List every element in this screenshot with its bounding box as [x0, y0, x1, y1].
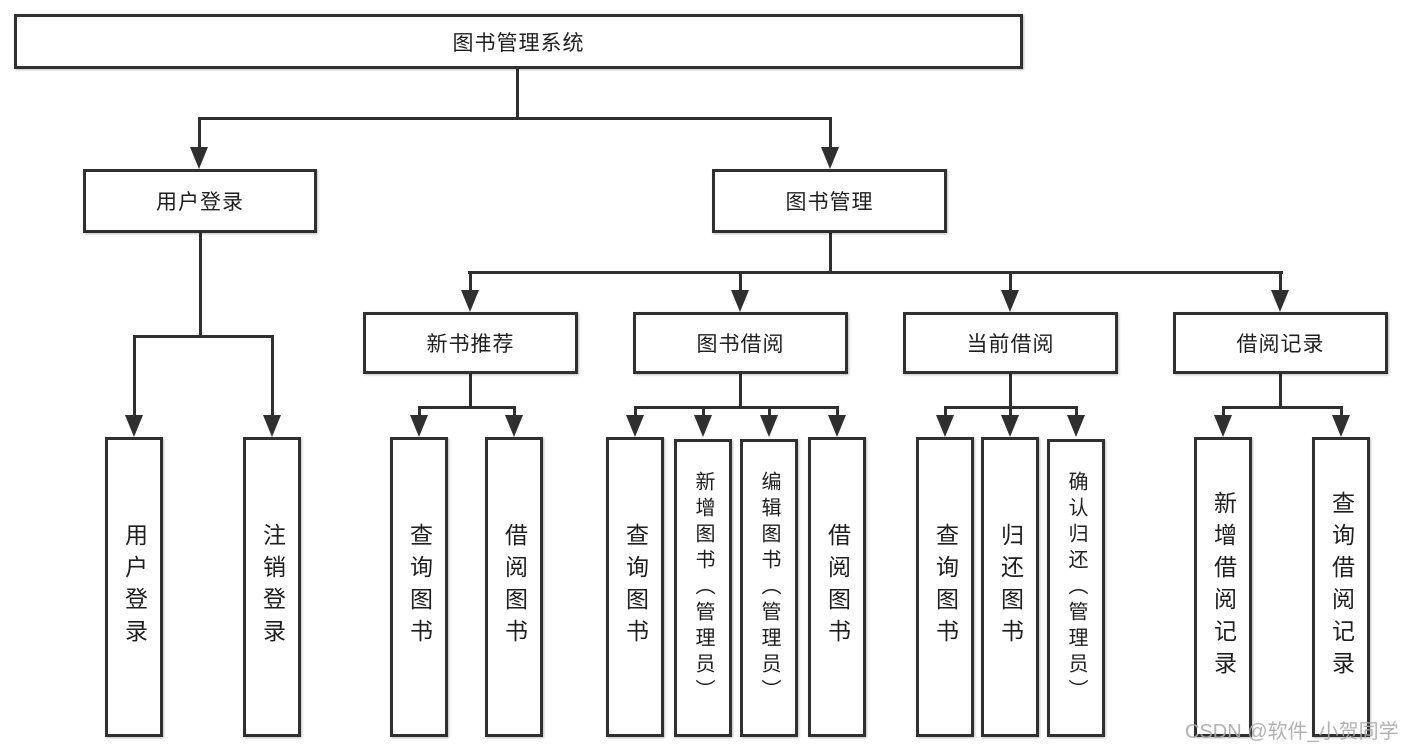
arrow-down-icon: [263, 415, 281, 437]
connector-line: [829, 117, 832, 149]
arrow-down-icon: [1271, 290, 1289, 312]
node-system-root: 图书管理系统: [14, 14, 1023, 69]
connector-line: [198, 117, 201, 149]
leaf-label: 借阅图书: [824, 523, 851, 651]
leaf-label: 查询图书: [932, 523, 959, 651]
leaf-edit-books-admin: 编辑图书（管理员）: [740, 439, 798, 737]
connector-line: [418, 406, 421, 418]
arrow-down-icon: [1332, 415, 1350, 437]
connector-line: [418, 406, 515, 409]
leaf-borrow-books: 借阅图书: [808, 437, 866, 737]
connector-line: [1222, 406, 1225, 418]
leaf-label: 注销登录: [259, 523, 286, 651]
arrow-down-icon: [694, 415, 712, 437]
connector-line: [1340, 406, 1343, 418]
node-book-borrowing: 图书借阅: [633, 312, 848, 374]
arrow-down-icon: [828, 415, 846, 437]
connector-line: [944, 406, 947, 418]
leaf-query-books-recommend: 查询图书: [390, 437, 448, 737]
connector-line: [468, 271, 1283, 274]
connector-line: [513, 406, 516, 418]
arrow-down-icon: [505, 415, 523, 437]
arrow-down-icon: [461, 290, 479, 312]
arrow-down-icon: [1001, 290, 1019, 312]
leaf-confirm-return-admin: 确认归还（管理员）: [1047, 439, 1105, 737]
leaf-add-borrow-record: 新增借阅记录: [1194, 437, 1252, 737]
node-borrowing-records: 借阅记录: [1173, 312, 1388, 374]
leaf-label: 确认归还（管理员）: [1065, 471, 1087, 705]
connector-line: [469, 373, 472, 409]
connector-line: [199, 232, 202, 336]
arrow-down-icon: [821, 147, 839, 169]
connector-line: [739, 373, 742, 409]
connector-line: [1279, 373, 1282, 409]
leaf-user-login: 用户登录: [105, 437, 163, 737]
connector-line: [1075, 406, 1078, 418]
connector-line: [1009, 373, 1012, 409]
connector-line: [271, 335, 274, 417]
leaf-label: 编辑图书（管理员）: [758, 471, 780, 705]
leaf-add-books-admin: 新增图书（管理员）: [674, 439, 732, 737]
arrow-down-icon: [1001, 415, 1019, 437]
arrow-down-icon: [1214, 415, 1232, 437]
arrow-down-icon: [1067, 415, 1085, 437]
leaf-query-books-borrow: 查询图书: [606, 437, 664, 737]
leaf-label: 新增图书（管理员）: [692, 471, 714, 705]
arrow-down-icon: [125, 415, 143, 437]
connector-line: [133, 335, 274, 338]
leaf-return-books: 归还图书: [981, 437, 1039, 737]
leaf-label: 归还图书: [997, 523, 1024, 651]
connector-line: [768, 406, 771, 418]
connector-line: [1279, 271, 1282, 292]
csdn-watermark: CSDN @软件_小贺同学: [1185, 721, 1399, 743]
arrow-down-icon: [936, 415, 954, 437]
node-current-borrowing: 当前借阅: [903, 312, 1118, 374]
connector-line: [739, 271, 742, 292]
leaf-label: 借阅图书: [501, 523, 528, 651]
connector-line: [634, 406, 637, 418]
connector-line: [634, 406, 838, 409]
connector-line: [516, 69, 519, 117]
leaf-query-borrow-record: 查询借阅记录: [1312, 437, 1370, 737]
node-book-management: 图书管理: [712, 169, 947, 233]
arrow-down-icon: [760, 415, 778, 437]
leaf-borrow-books-recommend: 借阅图书: [485, 437, 543, 737]
connector-line: [198, 117, 832, 120]
leaf-label: 查询图书: [406, 523, 433, 651]
leaf-query-books-current: 查询图书: [916, 437, 974, 737]
connector-line: [702, 406, 705, 418]
node-user-login: 用户登录: [83, 169, 317, 233]
arrow-down-icon: [626, 415, 644, 437]
arrow-down-icon: [190, 147, 208, 169]
arrow-down-icon: [731, 290, 749, 312]
leaf-label: 查询图书: [622, 523, 649, 651]
leaf-logout: 注销登录: [243, 437, 301, 737]
connector-line: [469, 271, 472, 292]
connector-line: [1009, 271, 1012, 292]
leaf-label: 查询借阅记录: [1328, 491, 1355, 683]
leaf-label: 新增借阅记录: [1210, 491, 1237, 683]
node-new-book-recommendation: 新书推荐: [363, 312, 578, 374]
connector-line: [829, 233, 832, 274]
connector-line: [836, 406, 839, 418]
connector-line: [1222, 406, 1343, 409]
connector-line: [133, 335, 136, 417]
arrow-down-icon: [410, 415, 428, 437]
leaf-label: 用户登录: [121, 523, 148, 651]
connector-line: [1009, 406, 1012, 418]
